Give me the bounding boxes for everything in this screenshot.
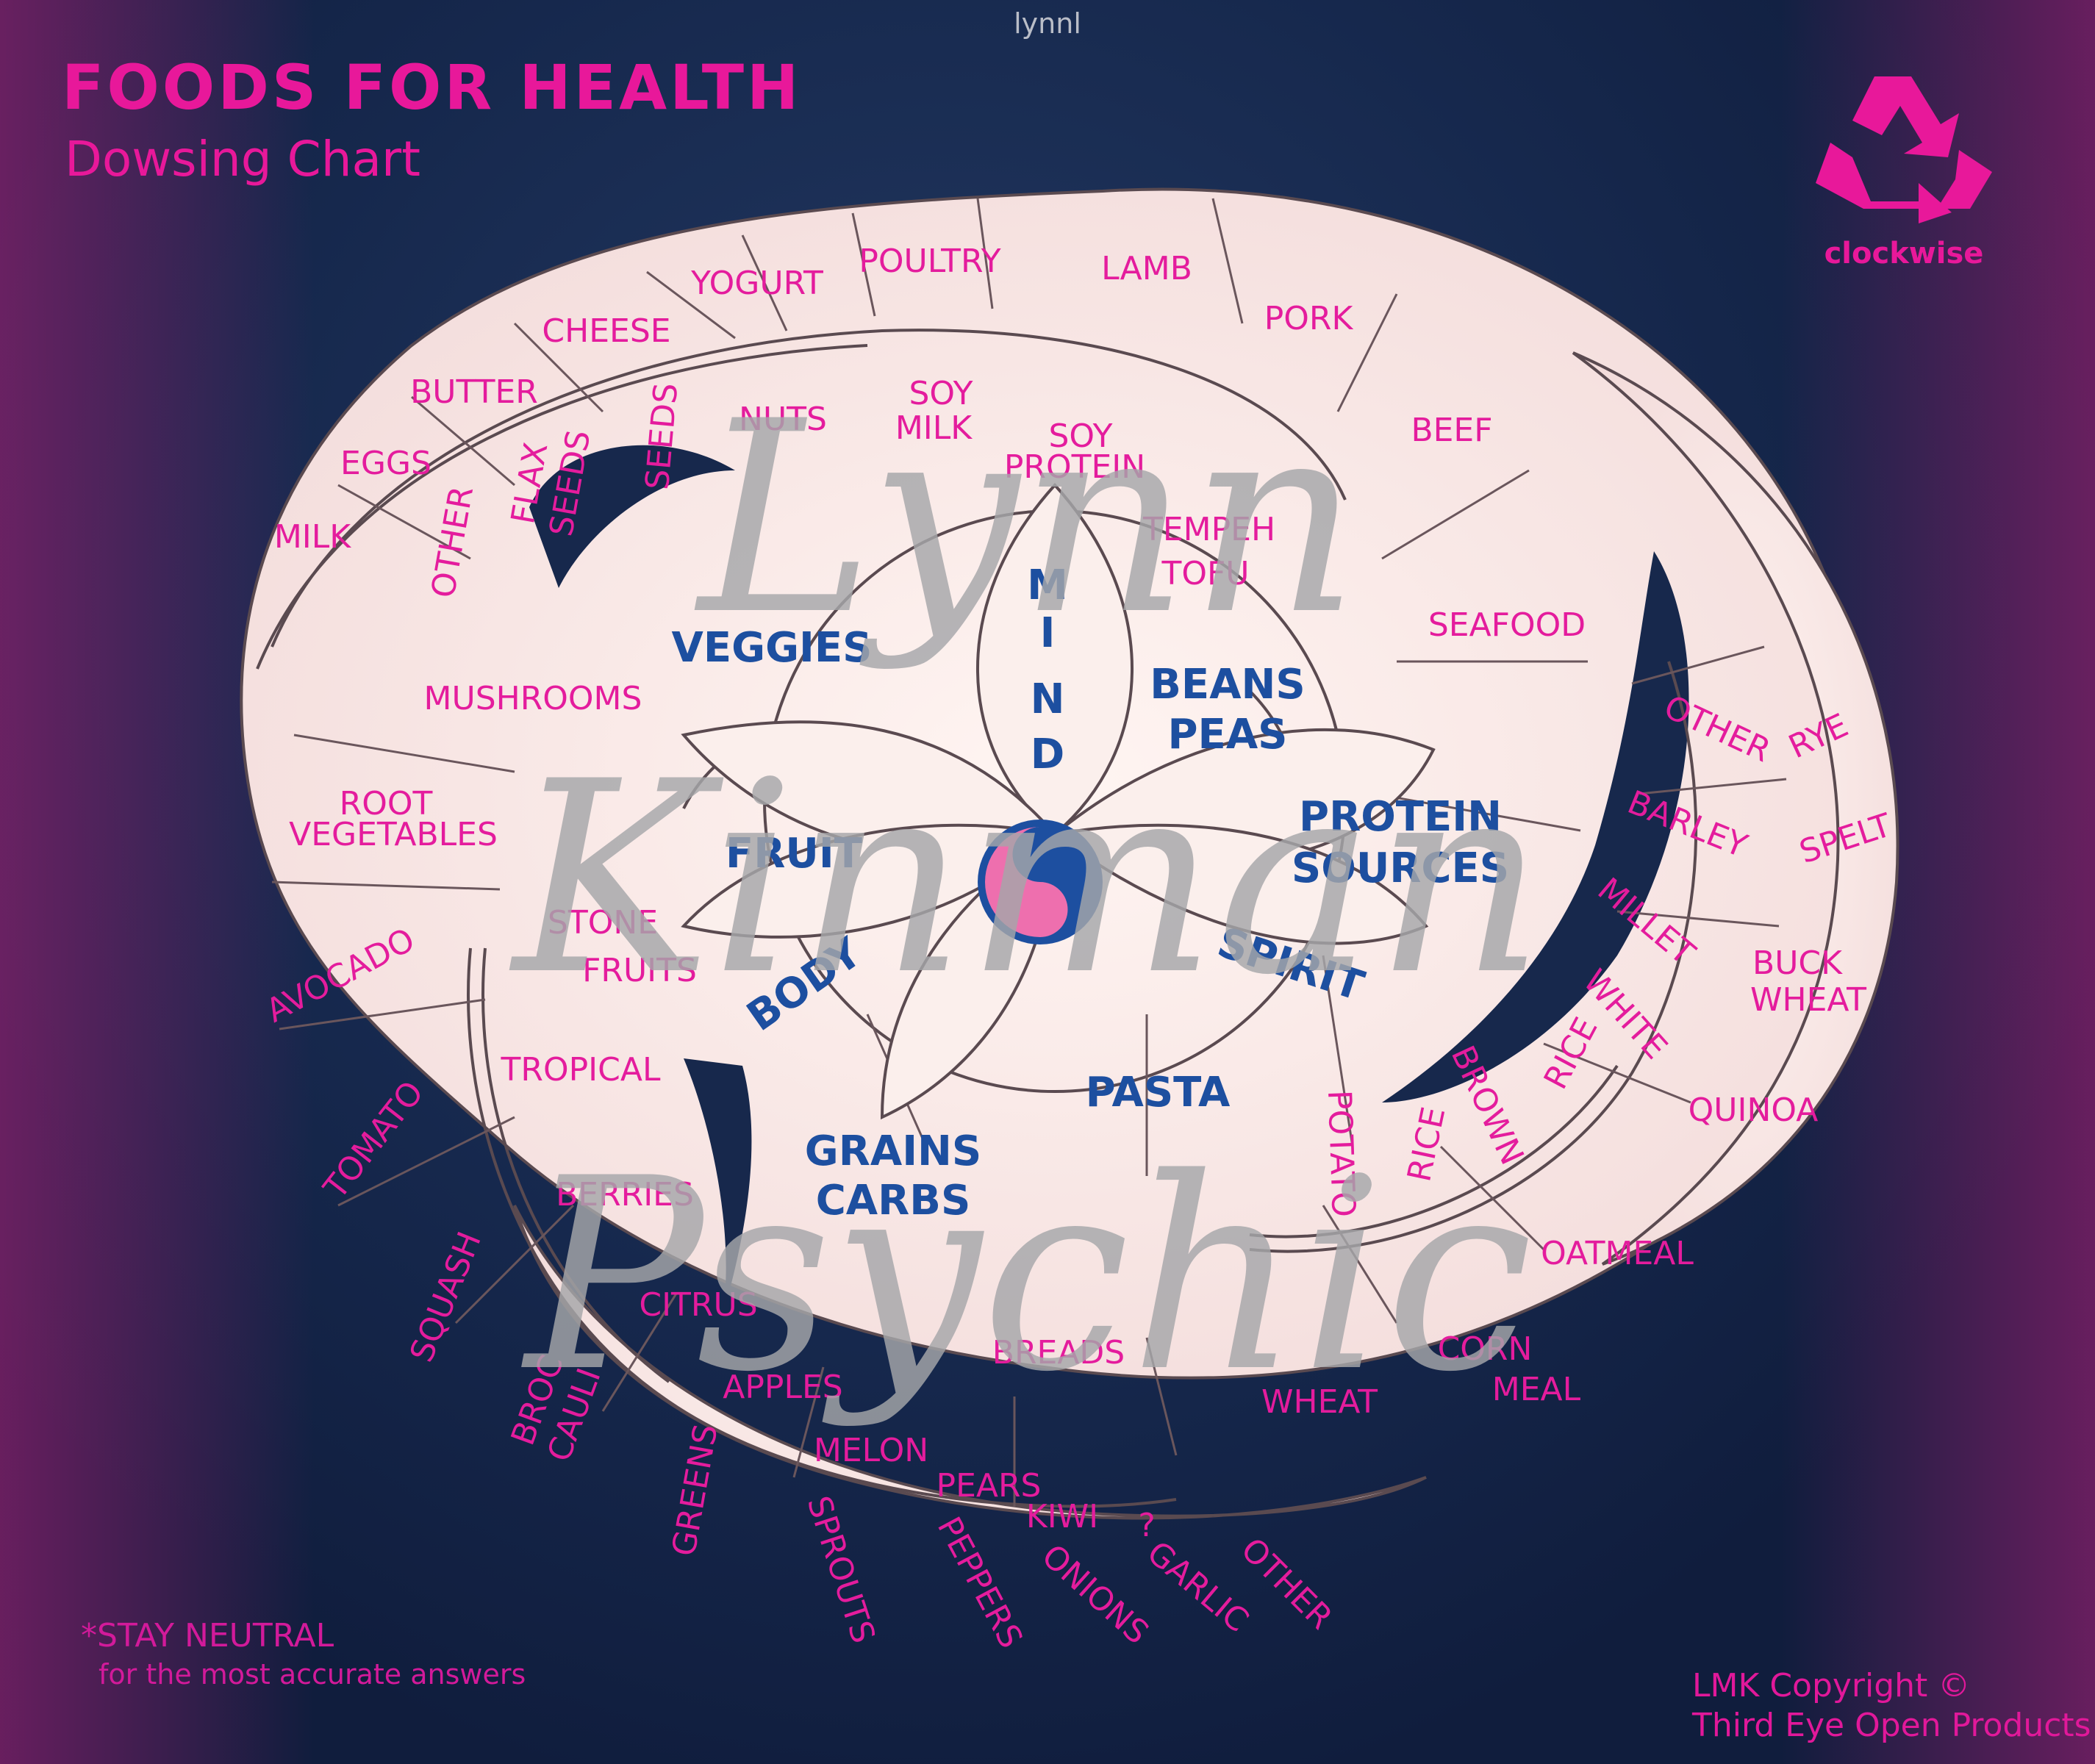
tropical-label: TROPICAL — [501, 1051, 661, 1089]
kiwi-label: KIWI — [1026, 1498, 1098, 1535]
quinoa-label: QUINOA — [1688, 1091, 1819, 1129]
pasta-label: PASTA — [1086, 1069, 1231, 1116]
publisher-line: Third Eye Open Products — [1692, 1707, 2091, 1744]
neutral-note-detail: for the most accurate answers — [99, 1658, 526, 1690]
melon-label: MELON — [814, 1432, 928, 1469]
cheese-label: CHEESE — [542, 312, 670, 350]
beef-label: BEEF — [1411, 412, 1492, 449]
top-mark: lynnl — [0, 7, 2095, 40]
seafood-label: SEAFOOD — [1428, 606, 1586, 644]
buck-label: BUCK — [1752, 944, 1843, 982]
vegetables-label: VEGETABLES — [289, 816, 498, 853]
milk-label: MILK — [274, 518, 351, 556]
mind-letter-n: N — [1031, 675, 1065, 723]
lamb-label: LAMB — [1101, 250, 1192, 287]
watermark-line-1: Lynn — [694, 365, 1359, 673]
buckwheat-label: WHEAT — [1750, 981, 1866, 1019]
neutral-note: *STAY NEUTRAL — [81, 1617, 334, 1654]
question-label: ? — [1138, 1507, 1155, 1544]
direction-label: clockwise — [1801, 237, 2007, 270]
copyright-line: LMK Copyright © — [1692, 1667, 1970, 1704]
yogurt-label: YOGURT — [690, 265, 823, 302]
mushrooms-label: MUSHROOMS — [424, 680, 642, 717]
chart-subtitle: Dowsing Chart — [65, 131, 420, 187]
watermark-line-2: Kinman — [509, 725, 1544, 1033]
oatmeal-label: OATMEAL — [1541, 1235, 1694, 1272]
chart-title: FOODS FOR HEALTH — [62, 51, 801, 123]
butter-label: BUTTER — [410, 373, 538, 411]
watermark-line-3: Psychic — [521, 1122, 1533, 1430]
eggs-label: EGGS — [340, 445, 431, 482]
pork-label: PORK — [1264, 300, 1354, 337]
poultry-label: POULTRY — [859, 243, 1000, 280]
recycle-icon — [1801, 62, 2007, 231]
